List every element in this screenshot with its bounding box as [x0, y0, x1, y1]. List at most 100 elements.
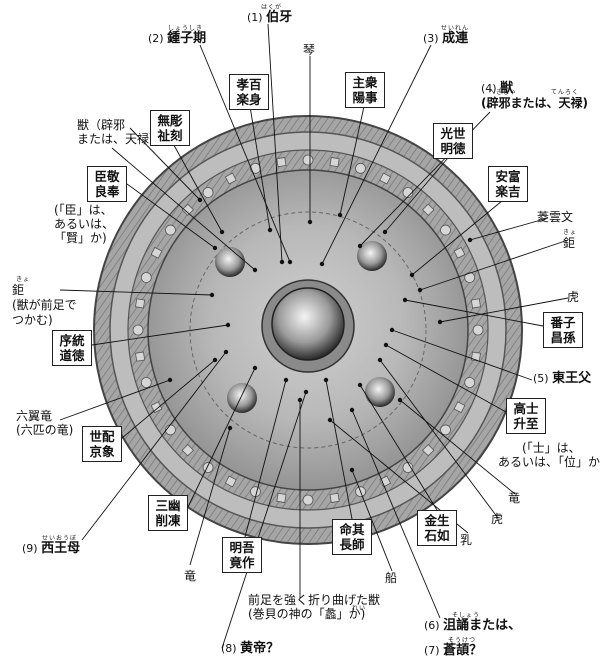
- leader-dot: [377, 357, 383, 363]
- leader-dot: [219, 229, 225, 235]
- box-zhu-zhong-yang-shi: 主衆 陽事: [345, 72, 385, 108]
- box-an-fu-le-ji: 安富 楽吉: [488, 166, 528, 202]
- leader-dot: [267, 227, 273, 233]
- band-ornament: [224, 172, 237, 185]
- band-ornament: [329, 157, 340, 168]
- leader-dot: [349, 407, 355, 413]
- band-ornament: [302, 154, 314, 166]
- band-ornament: [181, 203, 195, 217]
- label-qin: 琴: [303, 43, 316, 57]
- leader-line: [244, 379, 287, 538]
- label-6-ju-song: そしょう (6) 沮誦または、: [424, 612, 522, 633]
- leader-line: [59, 289, 213, 296]
- label-2-zhong-ziqi: しょうしき (2) 鍾子期: [148, 25, 207, 46]
- band-ornament: [453, 401, 466, 414]
- band-ornament: [224, 475, 237, 488]
- box-san-you-xiao-dong: 三幽 削凍: [148, 495, 188, 531]
- leader-line: [187, 367, 256, 508]
- leader-dot: [402, 297, 408, 303]
- leader-line: [404, 299, 544, 327]
- leader-dot: [212, 245, 218, 251]
- label-dragon-1: 竜: [508, 491, 521, 505]
- leader-line: [129, 127, 201, 201]
- band-ornament: [132, 324, 144, 336]
- band-ornament: [472, 324, 484, 336]
- leader-line: [325, 379, 353, 520]
- leader-dot: [303, 389, 309, 395]
- leader-dot: [417, 287, 423, 293]
- label-8-huang-di: (8) 黄帝？: [221, 641, 280, 656]
- leader-line: [351, 469, 393, 572]
- leader-line: [81, 351, 227, 541]
- band-ornament: [329, 492, 340, 503]
- band-ornament: [165, 224, 176, 236]
- box-gao-shi-sheng-zhi: 高士 升至: [506, 398, 546, 434]
- band-ornament: [402, 462, 414, 473]
- band-ornament: [464, 272, 476, 283]
- label-4-beast: (4) 獣 へきじゃ てんろく (辟邪または、天禄): [481, 81, 588, 111]
- label-chen-note: (「臣」は、 あるいは、 「賢」か): [54, 203, 115, 245]
- band-ornament: [250, 162, 261, 174]
- leader-line: [91, 324, 229, 346]
- band-ornament: [470, 298, 481, 309]
- leader-line: [411, 195, 509, 276]
- leader-line: [439, 297, 569, 323]
- band-ornament: [464, 377, 476, 388]
- leader-dot: [357, 382, 363, 388]
- leader-dot: [197, 197, 203, 203]
- band-ornament: [140, 272, 152, 283]
- leader-dot: [252, 267, 258, 273]
- semicircle-square-band: [132, 154, 484, 506]
- leader-line: [169, 137, 223, 233]
- leader-line: [391, 329, 533, 381]
- label-bottom-beast: 前足を強く折り曲げた獣 (巻貝の神の「蠡」か) れい: [248, 593, 381, 621]
- label-3-cheng-lian: せいれん (3) 成連: [423, 25, 470, 46]
- leader-dot: [437, 319, 443, 325]
- box-ming-wu-jing-zuo: 明吾 竟作: [222, 537, 262, 573]
- band-ornament: [135, 298, 146, 309]
- band-ornament: [302, 494, 314, 506]
- leader-line: [399, 399, 516, 495]
- label-boat: 船: [385, 571, 398, 585]
- leader-line: [379, 359, 499, 519]
- band-ornament: [165, 424, 176, 436]
- label-ju-left: きょ 鉅 (獣が前足で つかむ): [12, 276, 77, 327]
- box-wu-diao-zhi-ke: 無彫 祉刻: [150, 110, 190, 146]
- label-dragon-2: 竜: [184, 569, 197, 583]
- leader-dot: [297, 397, 303, 403]
- leader-dot: [389, 327, 395, 333]
- leader-line: [199, 44, 291, 263]
- leader-dot: [167, 377, 173, 383]
- box-guang-shi-ming-de: 光世 明徳: [433, 123, 473, 159]
- leader-dot: [467, 237, 473, 243]
- band-ornament: [421, 203, 435, 217]
- leader-dot: [252, 365, 258, 371]
- band-ornament: [202, 187, 214, 198]
- band-ornament: [440, 424, 451, 436]
- leader-line: [469, 217, 549, 241]
- band-ornament: [379, 172, 392, 185]
- label-ju-right: きょ 鉅: [563, 229, 578, 250]
- band-ornament: [140, 377, 152, 388]
- leader-dot: [357, 243, 363, 249]
- label-5-dong-wang-fu: (5) 東王父: [533, 371, 592, 386]
- leader-line: [359, 384, 438, 511]
- leader-dot: [212, 357, 218, 363]
- leader-dot: [382, 229, 388, 235]
- leader-dot: [283, 377, 289, 383]
- label-tiger-1: 虎: [567, 290, 580, 304]
- label-7-cang-jie: そうけつ (7) 蒼頡？: [424, 637, 483, 658]
- band-ornament: [440, 224, 451, 236]
- leader-dot: [307, 219, 313, 225]
- band-ornament: [276, 157, 287, 168]
- label-9-xi-wang-mu: せいおうぼ (9) 西王母: [22, 535, 81, 556]
- band-ornament: [453, 246, 466, 259]
- leader-dot: [337, 212, 343, 218]
- box-chen-jing-liang-feng: 臣敬 良奉: [87, 166, 127, 202]
- leader-dot: [327, 417, 333, 423]
- leader-dot: [397, 397, 403, 403]
- leader-dot: [223, 349, 229, 355]
- leader-line: [248, 99, 271, 231]
